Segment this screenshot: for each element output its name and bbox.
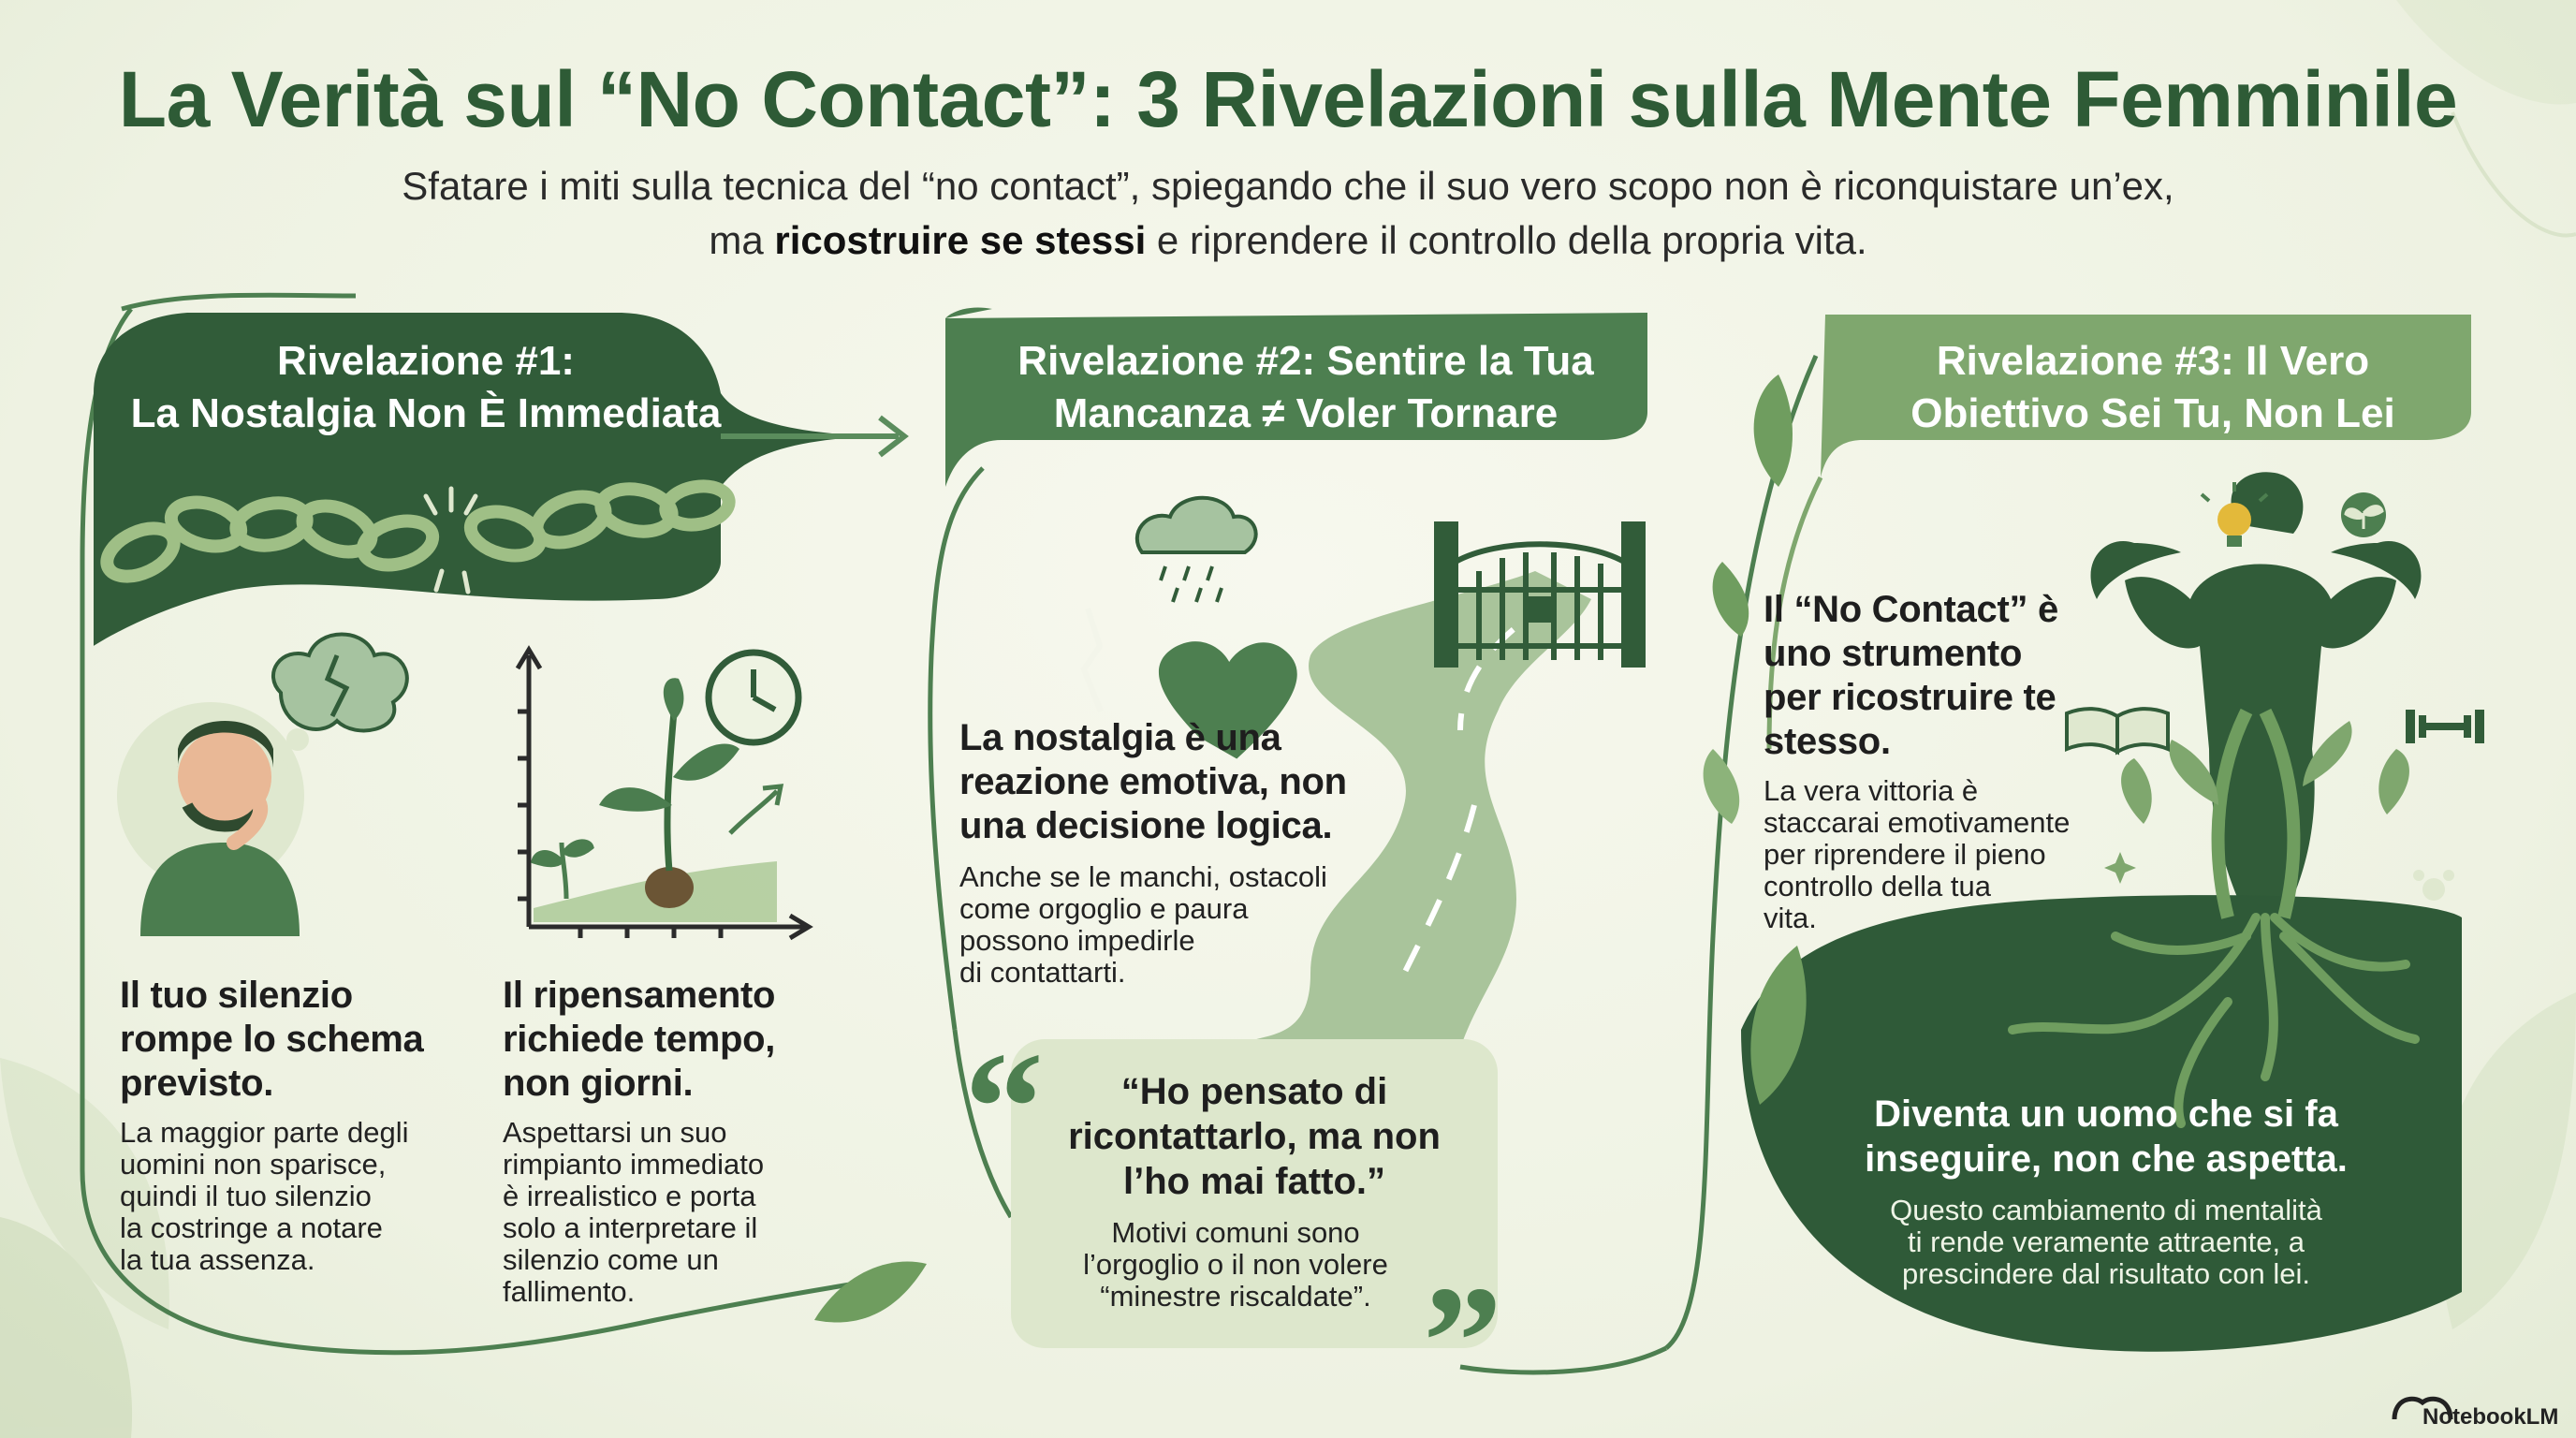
seed-icon (645, 867, 694, 908)
panel-3-banner-shape (1821, 315, 2471, 477)
subtitle-emphasis: ricostruire se stessi (774, 218, 1147, 262)
revelation-1-title-line-2: La Nostalgia Non È Immediata (130, 390, 722, 436)
broken-chain-icon (100, 479, 736, 583)
page-title: La Verità sul “No Contact”: 3 Rivelazion… (118, 55, 2458, 143)
sprout-badge-icon (2341, 492, 2386, 537)
quote-box-background (1011, 1039, 1498, 1348)
quote-note: Motivi comuni sono l’orgoglio o il non v… (1083, 1216, 1388, 1313)
revelation-3-bottom-heading: Diventa un uomo che si fa inseguire, non… (1865, 1093, 2348, 1180)
quote-text: “Ho pensato di ricontattarlo, ma non l’h… (1068, 1071, 1441, 1202)
revelation-3-banner: Rivelazione #3: Il Vero Obiettivo Sei Tu… (1835, 335, 2471, 440)
growth-chart-illustration (515, 645, 813, 941)
winding-road-illustration (1236, 571, 1591, 1049)
broken-heart-icon (1158, 641, 1297, 759)
panel-1-arrow-icon (878, 415, 909, 458)
panel-1 (80, 292, 927, 1356)
revelation-1-right-body: Aspettarsi un suo rimpianto immediato è … (503, 1116, 765, 1308)
page-subtitle: Sfatare i miti sulla tecnica del “no con… (187, 159, 2389, 268)
book-icon (2065, 707, 2170, 756)
open-quote-icon: “ (964, 1020, 1044, 1196)
revelation-3-title-line-1: Rivelazione #3: Il Vero (1936, 338, 2370, 384)
thinking-man-illustration (117, 632, 409, 936)
revelation-2-banner: Rivelazione #2: Sentire la Tua Mancanza … (964, 335, 1647, 440)
panel-2-banner-shape (945, 313, 1647, 487)
brand-label: NotebookLM (2422, 1404, 2559, 1430)
close-quote-icon: ” (1423, 1254, 1502, 1430)
dumbbell-icon (2406, 710, 2484, 743)
panel-2: “ ” (928, 307, 1819, 1430)
closed-gate-icon (1434, 521, 1646, 668)
revelation-1-left-body: La maggior parte degli uomini non sparis… (120, 1116, 409, 1276)
panel-1-banner-shape (94, 313, 871, 646)
subtitle-line-2: ma ricostruire se stessi e riprendere il… (709, 218, 1867, 262)
paw-icon (2413, 870, 2454, 901)
lightbulb-icon (2200, 482, 2269, 547)
notebooklm-logo-icon (2392, 1396, 2453, 1420)
revelation-1-banner: Rivelazione #1: La Nostalgia Non È Immed… (103, 335, 749, 440)
revelation-1-left-heading: Il tuo silenzio rompe lo schema previsto… (120, 975, 424, 1104)
revelation-3-bottom-body: Questo cambiamento di mentalità ti rende… (1890, 1194, 2322, 1290)
revelation-3-heading: Il “No Contact” è uno strumento per rico… (1764, 589, 2058, 762)
revelation-2-heading: La nostalgia è una reazione emotiva, non… (959, 717, 1347, 846)
footer-brand: NotebookLM (2385, 1404, 2558, 1431)
revelation-1-right-heading: Il ripensamento richiede tempo, non gior… (503, 975, 776, 1104)
subtitle-line-1: Sfatare i miti sulla tecnica del “no con… (402, 164, 2174, 208)
revelation-2-body: Anche se le manchi, ostacoli come orgogl… (959, 860, 1327, 989)
clock-icon (705, 649, 802, 746)
revelation-2-title-line-2: Mancanza ≠ Voler Tornare (1053, 390, 1559, 436)
strong-man-tree-illustration (1741, 472, 2462, 1352)
revelation-3-title-line-2: Obiettivo Sei Tu, Non Lei (1910, 390, 2395, 436)
rain-cloud-icon (1134, 495, 1258, 554)
panel-3 (1741, 315, 2484, 1352)
revelation-1-title-line-1: Rivelazione #1: (277, 338, 575, 384)
revelation-3-body: La vera vittoria è staccarai emotivament… (1764, 774, 2071, 934)
revelation-2-title-line-1: Rivelazione #2: Sentire la Tua (1017, 338, 1594, 384)
panel-1-vine-border (80, 307, 862, 1356)
